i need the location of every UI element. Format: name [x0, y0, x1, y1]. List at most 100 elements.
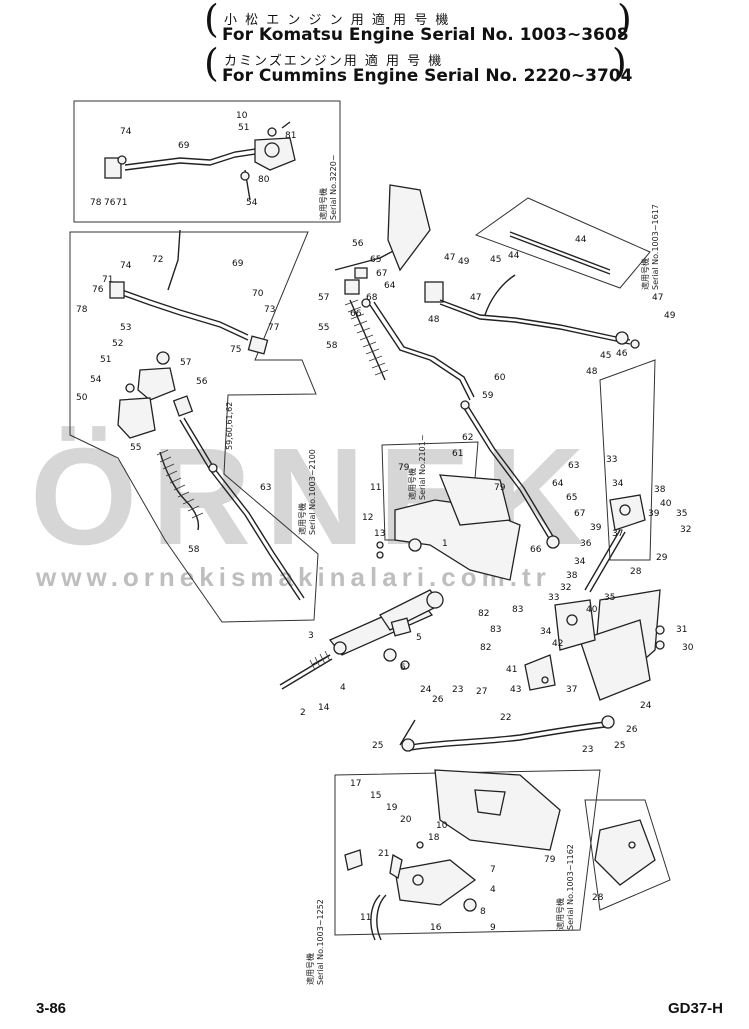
komatsu-jp-title: 小 松 エ ン ジ ン 用 適 用 号 機	[224, 13, 451, 28]
callout-26-right: 26	[626, 725, 638, 735]
callout-15: 15	[370, 791, 381, 801]
callout-73-left: 73	[264, 305, 275, 315]
callout-56-center: 56	[352, 239, 364, 249]
center-linkage	[334, 184, 560, 549]
callout-11-bottom: 11	[360, 913, 371, 923]
rod-63-left	[179, 419, 301, 601]
callout-70-left: 70	[252, 289, 264, 299]
callout-64-right: 64	[552, 479, 564, 489]
callout-65-right: 65	[566, 493, 577, 503]
callout-38-mid: 38	[566, 571, 578, 581]
callout-78-left: 78	[76, 305, 88, 315]
callout-49-center: 49	[458, 257, 470, 267]
callout-39-right: 39	[648, 509, 660, 519]
caption-2-serial: Serial No.1003~2100	[308, 449, 317, 535]
callout-22-center: 22	[500, 713, 511, 723]
bracket-28-inset	[594, 819, 656, 886]
caption-2-jp: 適用号機	[297, 503, 307, 535]
right-brace-top: )	[617, 0, 632, 41]
callout-14: 14	[318, 703, 330, 713]
callout-38-right: 38	[654, 485, 666, 495]
callout-59-center: 59	[482, 391, 494, 401]
bracket-50	[117, 397, 156, 439]
caption-5-serial: Serial No.1003~1252	[316, 899, 325, 985]
callout-5: 5	[416, 633, 422, 643]
callout-19: 19	[386, 803, 398, 813]
callout-35-right: 35	[676, 509, 687, 519]
inset-frame-bottom	[334, 769, 601, 936]
callout-75-left: 75	[230, 345, 241, 355]
callout-50-left: 50	[76, 393, 88, 403]
cable-22	[399, 715, 615, 752]
callout-33-right: 33	[606, 455, 617, 465]
callout-74-left: 74	[120, 261, 132, 271]
callout-24-right: 24	[640, 701, 652, 711]
callout-44-right: 44	[575, 235, 587, 245]
callout-43-low: 43	[510, 685, 521, 695]
rod-assembly-left	[109, 229, 305, 601]
upper-right-linkage	[424, 231, 640, 349]
callout-49-right: 49	[664, 311, 676, 321]
callout-67-right: 67	[574, 509, 585, 519]
callout-23-right: 23	[582, 745, 593, 755]
callout-20: 20	[400, 815, 412, 825]
callout-4-bottom: 4	[490, 885, 496, 895]
callout-32-mid: 32	[560, 583, 571, 593]
callout-21: 21	[378, 849, 389, 859]
callout-7: 7	[490, 865, 496, 875]
pedal-assembly-bottom	[344, 769, 561, 941]
callout-29-right: 29	[656, 553, 668, 563]
callout-47-center: 47	[470, 293, 481, 303]
callout-57-left: 57	[180, 358, 191, 368]
callout-79-right: 79	[494, 483, 506, 493]
bracket-79-center	[376, 474, 521, 581]
model-code: GD37-H	[668, 1000, 724, 1017]
callout-17: 17	[350, 779, 361, 789]
callout-69-left: 69	[232, 259, 244, 269]
callout-10-top: 10	[236, 111, 248, 121]
page-number: 3-86	[36, 1000, 67, 1017]
callout-60-center: 60	[494, 373, 506, 383]
callout-39-mid: 39	[590, 523, 602, 533]
callout-58-left: 58	[188, 545, 200, 555]
callout-71-top: 71	[116, 198, 127, 208]
caption-1-jp: 適用号機	[318, 188, 328, 220]
block-47	[424, 281, 444, 303]
rod-44-main	[439, 299, 631, 341]
callout-45-center: 45	[490, 255, 501, 265]
spring-14	[311, 654, 331, 666]
callout-54-top: 54	[246, 198, 258, 208]
rod-44-inset	[509, 231, 611, 271]
cummins-jp-title: カミンズエンジン用 適 用 号 機	[224, 54, 444, 69]
inset-frame-right	[599, 359, 656, 561]
callout-47-right: 47	[652, 293, 663, 303]
callout-83-center-b: 83	[512, 605, 523, 615]
rod-60	[369, 304, 471, 401]
callout-83-center: 83	[490, 625, 501, 635]
lever-assembly-bottom	[394, 859, 477, 906]
callout-25-right: 25	[614, 741, 625, 751]
spring-58-center	[349, 299, 386, 381]
callout-54-left: 54	[90, 375, 102, 385]
caption-3-jp: 適用号機	[407, 468, 417, 500]
callout-69-top: 69	[178, 141, 190, 151]
callout-13-center: 13	[374, 529, 385, 539]
caption-1-serial: Serial No.3220~	[329, 154, 338, 220]
callout-55-left: 55	[130, 443, 141, 453]
caption-59-62: 59,60,61,62	[225, 402, 234, 450]
caption-6-serial: Serial No.1003~1162	[566, 844, 575, 930]
caption-5-jp: 適用号機	[305, 953, 315, 985]
callout-61-center: 61	[452, 449, 463, 459]
callout-81-top: 81	[285, 131, 296, 141]
callout-32-right: 32	[680, 525, 691, 535]
callout-4: 4	[340, 683, 346, 693]
callout-68-center: 68	[366, 293, 378, 303]
caption-4-serial: Serial No.1003~1617	[651, 204, 660, 290]
plate-top-center	[387, 184, 431, 272]
callout-74-top: 74	[120, 127, 132, 137]
callout-78-top: 78	[90, 198, 102, 208]
callout-8: 8	[480, 907, 486, 917]
callout-71-left: 71	[102, 275, 113, 285]
spring-58-left	[159, 451, 200, 531]
